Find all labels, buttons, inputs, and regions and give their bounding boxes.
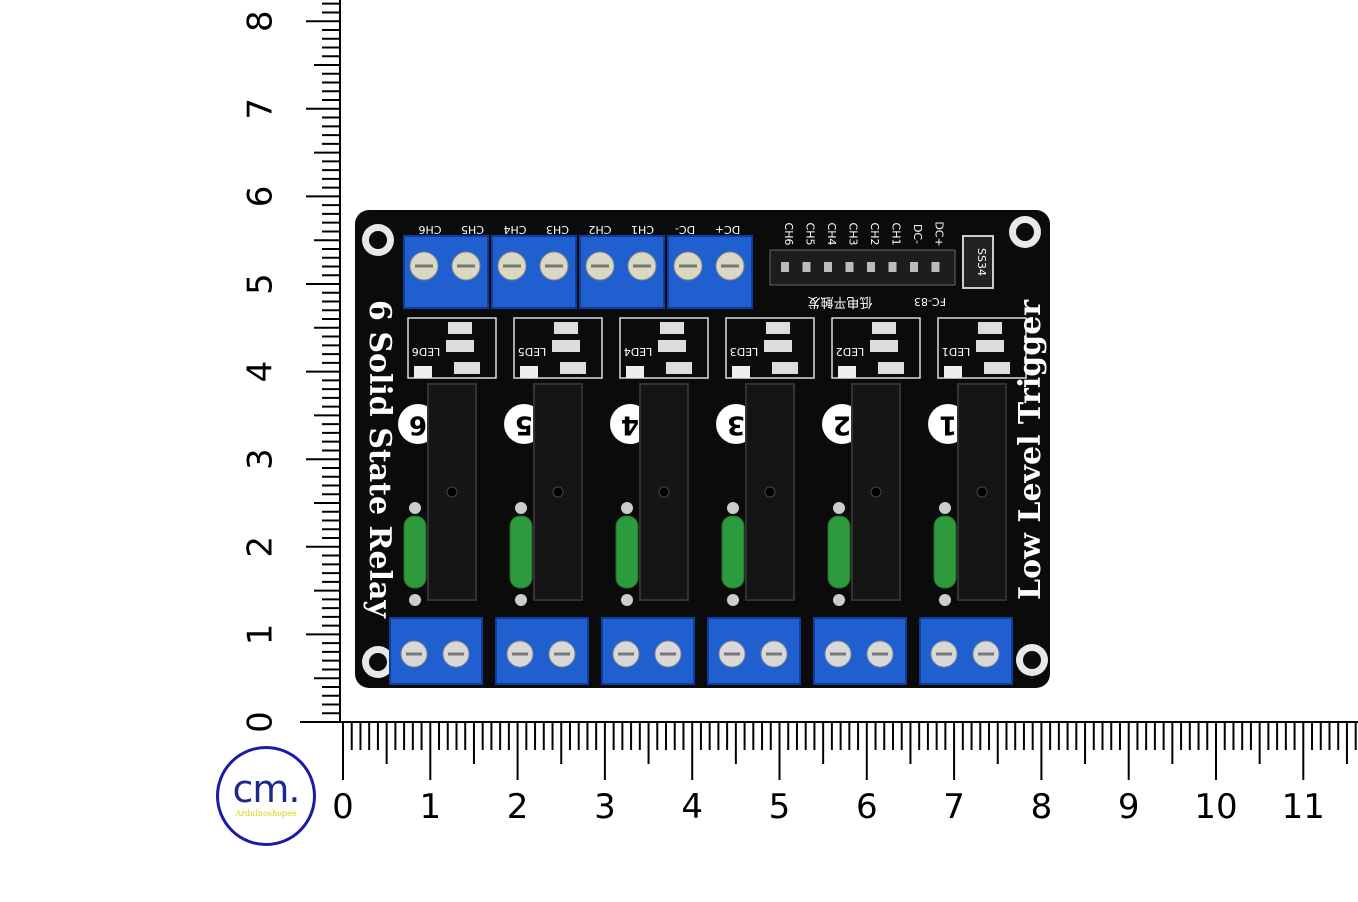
ruler-label-h: 5 [769,787,791,827]
fuse [403,515,427,589]
header-label: DC- [911,224,924,244]
diode-marking: SS34 [975,248,988,276]
pin [781,262,789,272]
input-terminal-blocks [403,235,753,309]
smd-outline [513,317,603,379]
channel-number: 5 [515,410,533,440]
terminal-label: DC+ [715,223,740,236]
relay-board: CH6 CH5 CH4 CH3 CH2 CH1 DC- DC+ CH6 CH5 CH4 CH3 CH2… [355,210,1050,688]
led-label: LED4 [624,345,653,358]
ruler-label-h: 6 [856,787,878,827]
ruler-label-h: 2 [507,787,529,827]
terminal-label: CH5 [461,223,484,236]
terminal-label: DC- [675,223,695,236]
board-title: 6 Solid State Relay [362,300,397,619]
ruler-label-h: 10 [1194,787,1237,827]
header-pin-labels: CH6 CH5 CH4 CH3 CH2 CH1 DC- DC+ [782,221,946,246]
terminal-label: CH2 [589,223,612,236]
ruler-label-h: 11 [1282,787,1325,827]
fuse [509,515,533,589]
channel-number: 6 [409,410,427,440]
horizontal-ruler-labels: 0 1 2 3 4 5 6 7 8 9 10 11 [332,787,1325,827]
pin [910,262,918,272]
smd-outline [725,317,815,379]
header-label: DC+ [933,221,946,246]
logo-subtext: Arduinoshopee [235,809,297,818]
ruler-label-h: 4 [681,787,703,827]
ruler-label-v: 4 [241,361,281,383]
pin [824,262,832,272]
vertical-ruler-labels: 0 1 2 3 4 5 6 7 8 [241,10,281,732]
led-label: LED2 [836,345,865,358]
input-terminal-labels: CH6 CH5 CH4 CH3 CH2 CH1 DC- DC+ [419,223,741,236]
fuse [933,515,957,589]
ruler-label-h: 7 [943,787,965,827]
cm-logo: cm. Arduinoshopee [216,746,316,846]
logo-text: cm. [232,767,301,811]
terminal-label: CH6 [419,223,442,236]
fuse [827,515,851,589]
ruler-label-v: 5 [241,273,281,295]
ruler-label-v: 3 [241,448,281,470]
trigger-label: Low Level Trigger [1013,299,1048,600]
vertical-ruler [306,0,341,723]
channel-number: 3 [727,410,745,440]
ruler-label-v: 0 [241,711,281,733]
relay-channels: LED6 6 LED5 5 LED4 4 LED3 3 LED2 2 LED1 1 [398,317,1027,606]
diode [962,235,994,289]
channel-number: 2 [833,410,851,440]
ruler-label-h: 3 [594,787,616,827]
ruler-label-v: 6 [241,186,281,208]
ruler-label-h: 8 [1031,787,1053,827]
fuse [615,515,639,589]
led-label: LED6 [412,345,441,358]
led-label: LED1 [942,345,971,358]
fuse [721,515,745,589]
ruler-label-h: 9 [1118,787,1140,827]
header-label: CH4 [825,223,838,246]
channel-number: 4 [621,410,639,440]
pin [931,262,940,272]
smd-outline [831,317,921,379]
chinese-label: 低电平触发 [807,294,872,310]
header-label: CH3 [847,223,860,246]
terminal-label: CH1 [631,223,654,236]
ruler-label-h: 0 [332,787,354,827]
header-label: CH2 [868,223,881,246]
channel-number: 1 [939,410,957,440]
pin [888,262,897,272]
pin [867,262,875,272]
ruler-label-v: 7 [241,98,281,120]
led-label: LED5 [518,345,547,358]
smd-outline [937,317,1027,379]
ruler-label-v: 8 [241,10,281,32]
header-label: CH6 [782,223,795,246]
output-terminal-blocks [389,617,1013,685]
header-pins [781,262,940,272]
terminal-label: CH3 [546,223,569,236]
pin-header [769,249,956,286]
model-label: FC-83 [914,295,946,308]
header-label: CH5 [804,223,817,246]
ruler-label-v: 1 [241,624,281,646]
pin [802,262,811,272]
ruler-label-h: 1 [419,787,441,827]
header-label: CH1 [890,223,903,246]
ruler-label-v: 2 [241,536,281,558]
terminal-label: CH4 [504,223,527,236]
solid-state-relay [533,383,583,601]
pin [845,262,854,272]
smd-outline [619,317,709,379]
horizontal-ruler [300,721,1358,780]
smd-outline [407,317,497,379]
mounting-holes [362,216,1048,678]
led-label: LED3 [730,345,759,358]
